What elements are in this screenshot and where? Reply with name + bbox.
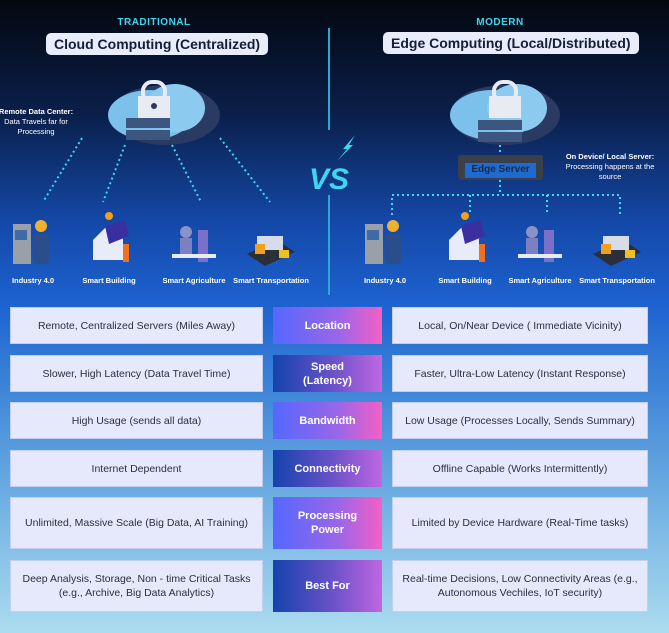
connection-lines [42,137,271,203]
cloud-server-icon [450,80,560,145]
cloud-cell: Unlimited, Massive Scale (Big Data, AI T… [10,497,263,549]
cloud-cell: Deep Analysis, Storage, Non - time Criti… [10,560,263,612]
edge-cell: Real-time Decisions, Low Connectivity Ar… [392,560,648,612]
edge-server-label: Edge Server [471,164,530,175]
industry-worker-icon [9,210,57,268]
device-label: Smart Transportation [233,276,309,285]
cloud-cell: High Usage (sends all data) [10,402,263,439]
divider-bottom [328,195,330,295]
cloud-server-icon [108,80,220,145]
device-label: Smart Agriculture [508,276,572,285]
edge-cell: Offline Capable (Works Intermittently) [392,450,648,487]
device-label: Industry 4.0 [11,276,55,285]
vs-text: VS [309,163,349,196]
connection-lines [391,145,621,215]
smart-transportation-icon [593,210,641,268]
industry-worker-icon [361,210,409,268]
traditional-tag: TRADITIONAL [117,17,191,28]
divider-top [328,28,330,130]
edge-cell: Faster, Ultra-Low Latency (Instant Respo… [392,355,648,392]
criterion-label: Bandwidth [273,402,382,439]
edge-computing-title: Edge Computing (Local/Distributed) [383,32,639,54]
cloud-cell: Remote, Centralized Servers (Miles Away) [10,307,263,344]
smart-building-icon [441,210,489,268]
device-label: Smart Building [438,276,492,285]
edge-cell: Low Usage (Processes Locally, Sends Summ… [392,402,648,439]
criterion-label: Location [273,307,382,344]
criterion-label: Speed (Latency) [273,355,382,392]
device-label: Industry 4.0 [363,276,407,285]
vs-logo: VS [309,135,355,196]
left-diagram [42,80,271,203]
criterion-label: Connectivity [273,450,382,487]
edge-cell: Limited by Device Hardware (Real-Time ta… [392,497,648,549]
cloud-cell: Internet Dependent [10,450,263,487]
cloud-computing-title: Cloud Computing (Centralized) [46,33,269,55]
device-label: Smart Building [82,276,136,285]
right-diagram [391,80,621,215]
device-label: Smart Agriculture [162,276,226,285]
local-server-note: On Device/ Local Server:Processing happe… [565,152,655,181]
cloud-cell: Slower, High Latency (Data Travel Time) [10,355,263,392]
smart-building-icon [85,210,133,268]
edge-cell: Local, On/Near Device ( Immediate Vicini… [392,307,648,344]
criterion-label: Best For [273,560,382,612]
modern-tag: MODERN [476,17,524,28]
smart-agriculture-icon [170,210,218,268]
remote-data-center-note: Remote Data Center:Data Travels far for … [0,107,74,136]
smart-transportation-icon [247,210,295,268]
lightning-icon [337,135,355,161]
criterion-label: Processing Power [273,497,382,549]
smart-agriculture-icon [516,210,564,268]
device-label: Smart Transportation [579,276,655,285]
